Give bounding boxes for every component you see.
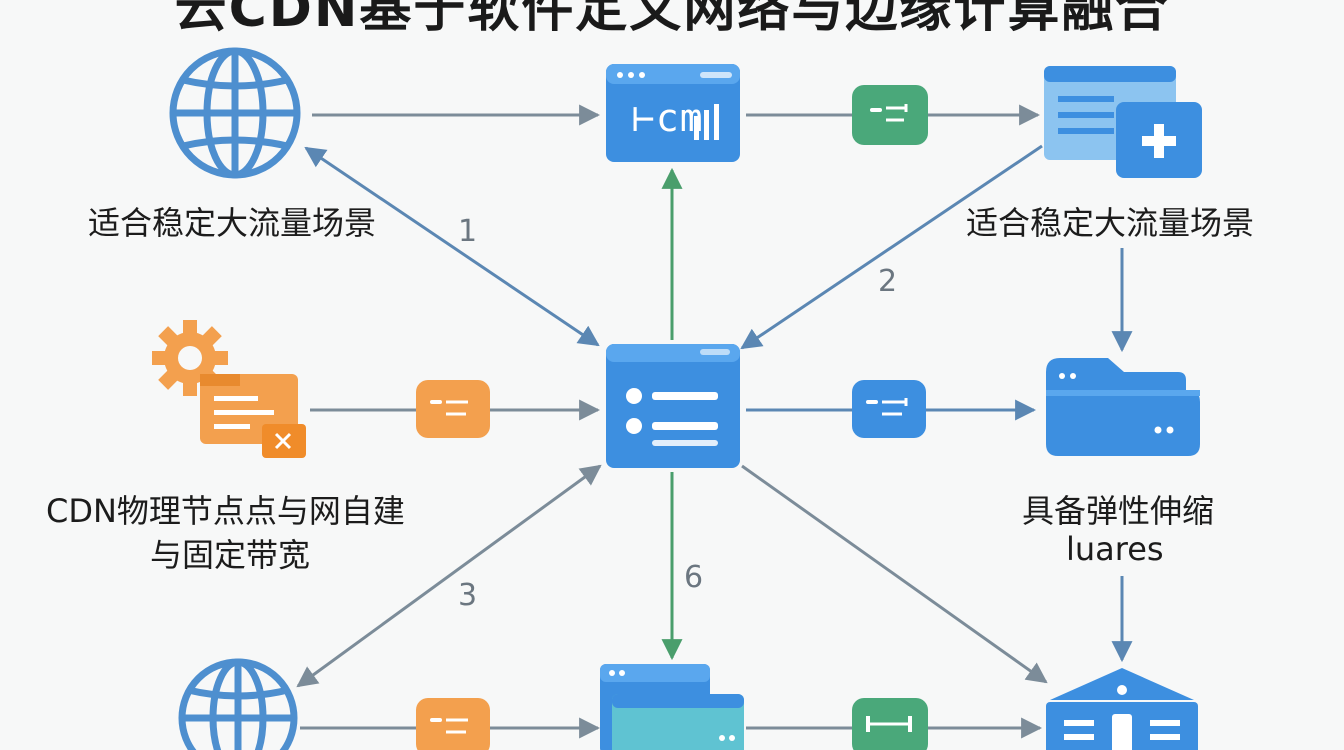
- badge-bottom-green: [852, 698, 928, 750]
- edge-center-to-globe-1: [304, 146, 600, 347]
- edge-number-6: 6: [684, 560, 704, 595]
- label-top-left: 适合稳定大流量场景: [88, 204, 377, 242]
- edge-center-to-globe-3: [296, 464, 602, 688]
- globe-icon-bottom: [178, 658, 298, 750]
- label-mid-right-line1: 具备弹性伸缩: [1022, 492, 1215, 530]
- top-center-panel-text: ⊢cm: [632, 96, 704, 140]
- badge-top-green: [852, 85, 928, 145]
- globe-icon: [169, 47, 301, 179]
- folder-icon: [1046, 358, 1200, 456]
- add-document-icon: [1044, 66, 1202, 178]
- edge-number-2: 2: [878, 264, 898, 299]
- edge-addbox-to-center-2: [740, 144, 1043, 350]
- label-mid-right-line2: luares: [1066, 530, 1164, 568]
- bar-chart-icon: [694, 104, 719, 140]
- badge-bottom-orange: [416, 698, 490, 750]
- edge-number-3: 3: [458, 578, 478, 613]
- diagram-title: 云CDN基于软件定义网络与边缘计算融合: [174, 0, 1170, 39]
- edge-center-to-building: [741, 464, 1048, 684]
- badge-mid-blue: [852, 380, 926, 438]
- central-server-icon: [606, 344, 740, 468]
- edge-number-1: 1: [458, 214, 478, 249]
- bottom-center-panel-icon: [600, 664, 744, 750]
- label-top-right: 适合稳定大流量场景: [966, 204, 1255, 242]
- label-mid-left-line2: 与固定带宽: [150, 536, 311, 574]
- label-mid-left-line1: CDN物理节点点与网自建: [46, 492, 405, 530]
- gear-document-icon: [152, 320, 306, 458]
- badge-mid-orange: [416, 380, 490, 438]
- building-icon: [1046, 668, 1198, 750]
